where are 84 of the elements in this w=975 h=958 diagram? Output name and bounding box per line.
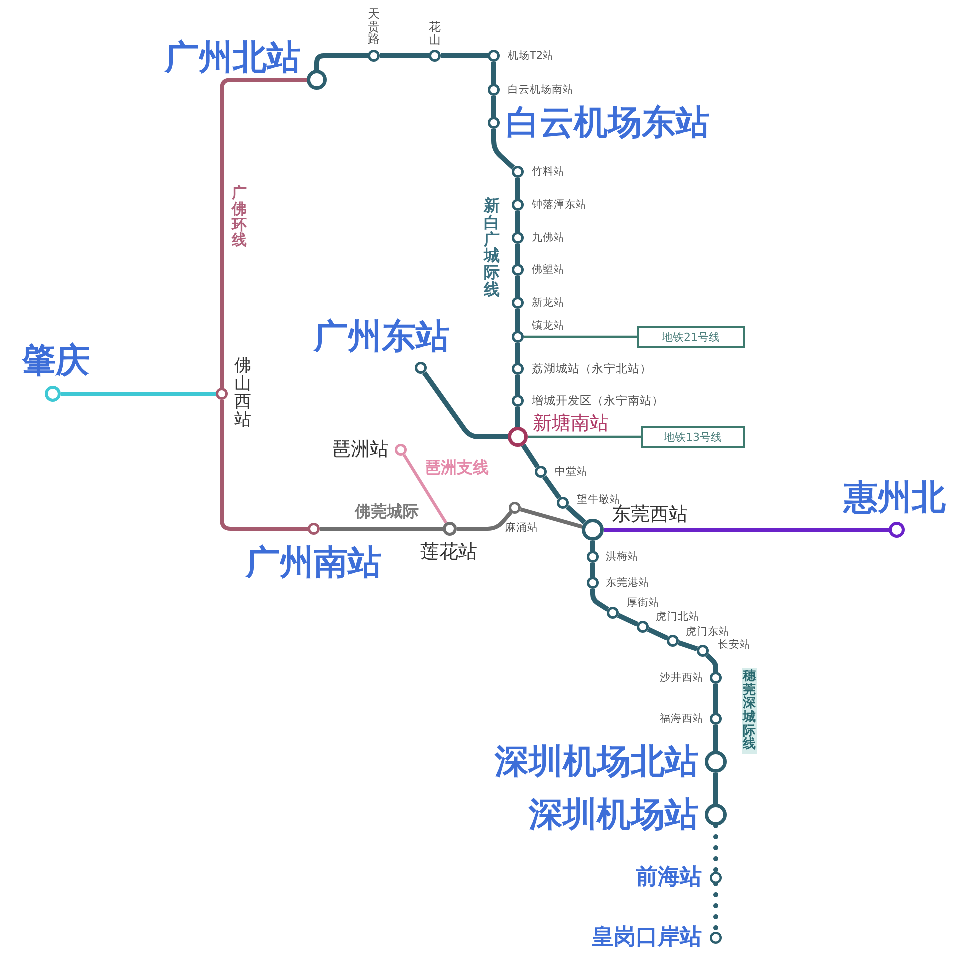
rail-line (492, 62, 496, 84)
station-name: 琶洲站 (332, 440, 389, 460)
station-name: 天贵路 (368, 8, 380, 46)
station-name: 深圳机场站 (529, 798, 699, 832)
rail-line (714, 773, 718, 804)
station-name: 肇庆 (22, 344, 90, 378)
station-name: 白云机场南站 (508, 84, 574, 96)
rail-line (542, 475, 562, 500)
connector-line (524, 336, 637, 338)
dotted-line (714, 824, 718, 874)
rail-line (516, 276, 520, 297)
station-name: 荔湖城站（永宁北站） (532, 363, 652, 375)
connector-line (528, 436, 641, 438)
station-name: 虎门东站 (686, 626, 730, 638)
station-name: 竹料站 (532, 166, 565, 178)
station-name: 白云机场东站 (506, 106, 710, 140)
station-name: 莲花站 (420, 543, 478, 562)
line-name-box: 地铁13号线 (641, 426, 745, 448)
rail-line (590, 589, 610, 612)
rail-line (590, 563, 596, 577)
rail-line (520, 508, 583, 529)
station-name: 深圳机场北站 (495, 745, 699, 779)
rail-line (422, 371, 508, 440)
station-name: 佛山西站 (234, 358, 252, 430)
station-name: 前海站 (636, 867, 702, 889)
station-name: 佛塱站 (532, 264, 565, 276)
rail-line (402, 454, 448, 524)
rail-line (516, 178, 520, 199)
rail-line (516, 343, 520, 363)
station-name: 望牛墩站 (577, 494, 621, 506)
rail-line (516, 375, 520, 395)
rail-line (516, 211, 520, 232)
rail-line (492, 129, 516, 170)
rail-line (617, 613, 639, 627)
rail-line (492, 96, 496, 117)
station-name: 钟落潭东站 (532, 200, 587, 210)
rail-line (220, 78, 307, 388)
station-name: 沙井西站 (660, 672, 704, 684)
station-name: 广州北站 (165, 41, 301, 75)
station-name: 中堂站 (555, 466, 588, 478)
rail-line (320, 527, 443, 531)
rail-line (678, 640, 698, 652)
line-name-box: 地铁21号线 (637, 326, 745, 348)
rail-line (220, 400, 308, 531)
station-name: 洪梅站 (606, 552, 639, 562)
rail-line (441, 54, 488, 58)
station-name: 东莞港站 (606, 578, 650, 588)
rail-line (314, 54, 368, 70)
station-name: 长安站 (718, 640, 751, 650)
line-name: 广佛环线 (232, 186, 247, 249)
station-name: 新塘南站 (533, 414, 609, 434)
station-name: 镇龙站 (532, 320, 565, 332)
rail-line (516, 244, 520, 264)
station-name: 惠州北 (844, 481, 946, 515)
rail-line (714, 725, 718, 751)
line-name: 新白广城际线 (484, 198, 500, 299)
station-name: 九佛站 (532, 232, 565, 244)
station-name: 厚街站 (627, 598, 660, 608)
station-name: 机场T2站 (508, 50, 554, 62)
rail-line (380, 54, 429, 58)
station-name: 广州南站 (246, 546, 382, 580)
station-name: 增城开发区（永宁南站） (532, 395, 664, 407)
rail-line (457, 511, 513, 531)
rail-line (516, 407, 520, 427)
rail-line (604, 528, 889, 532)
station-name: 皇岗口岸站 (592, 927, 702, 949)
rail-line (714, 684, 718, 713)
station-name: 广州东站 (314, 320, 450, 354)
station-name: 新龙站 (532, 298, 565, 308)
station-name: 东莞西站 (612, 506, 688, 524)
line-name: 佛莞城际 (355, 504, 419, 520)
station-name: 花山 (429, 20, 441, 46)
rail-line (705, 653, 718, 672)
rail-line (521, 444, 540, 468)
rail-line (566, 505, 586, 524)
rail-line (647, 627, 669, 641)
rail-line (590, 541, 596, 551)
line-name: 穗莞深城际线 (742, 668, 757, 754)
station-name: 虎门北站 (656, 612, 700, 622)
rail-line (61, 392, 216, 396)
station-name: 麻涌站 (506, 523, 538, 534)
station-name: 福海西站 (660, 714, 704, 724)
line-name: 琶洲支线 (425, 460, 489, 476)
rail-line (516, 309, 520, 331)
